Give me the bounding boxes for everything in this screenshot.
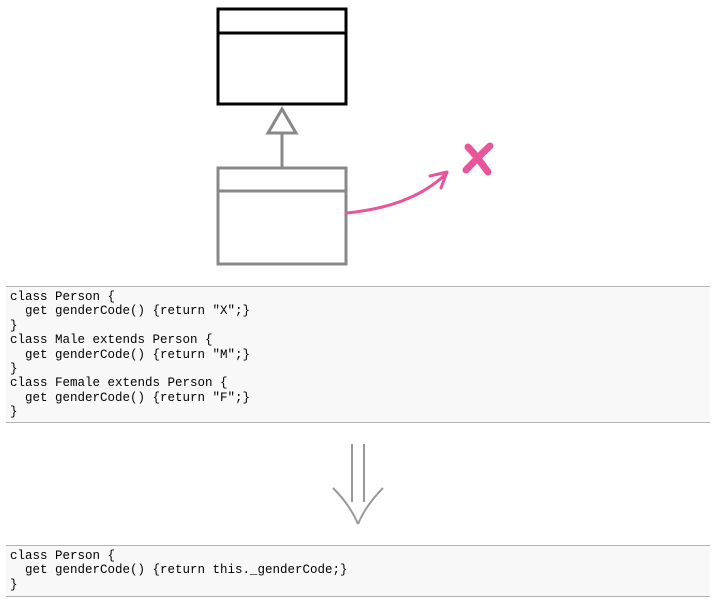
subclass-box-outline	[216, 166, 348, 266]
code-line: get genderCode() {return this._genderCod…	[10, 563, 348, 578]
code-line: }	[10, 318, 18, 333]
cross-icon	[462, 142, 494, 176]
code-before-panel: class Person { get genderCode() {return …	[6, 286, 710, 423]
double-arrow-right-head	[357, 487, 384, 525]
generalization-triangle-icon	[265, 106, 299, 135]
cross-stroke-2	[462, 142, 494, 174]
code-line: class Female extends Person {	[10, 376, 228, 391]
superclass-box	[216, 7, 348, 106]
superclass-box-outline	[216, 7, 348, 106]
double-down-arrow-icon	[332, 444, 384, 525]
code-line: class Person {	[10, 290, 116, 304]
code-line: get genderCode() {return "F";}	[10, 390, 251, 405]
code-line: }	[10, 405, 18, 420]
subclass-box	[216, 166, 348, 266]
removal-arrowhead-icon	[428, 170, 449, 190]
code-before-listing: class Person { get genderCode() {return …	[10, 290, 706, 420]
code-line: get genderCode() {return "M";}	[10, 347, 251, 362]
code-line: class Person {	[10, 549, 116, 563]
code-line: class Male extends Person {	[10, 333, 213, 348]
removal-arrow	[345, 170, 449, 215]
code-line: get genderCode() {return "X";}	[10, 304, 251, 319]
generalization-arrow	[265, 106, 299, 168]
double-arrow-left-head	[332, 487, 359, 525]
code-line: }	[10, 577, 18, 592]
code-after-listing: class Person { get genderCode() {return …	[10, 549, 706, 592]
code-after-panel: class Person { get genderCode() {return …	[6, 545, 710, 597]
removal-arrow-curve	[345, 171, 449, 215]
code-line: }	[10, 362, 18, 377]
